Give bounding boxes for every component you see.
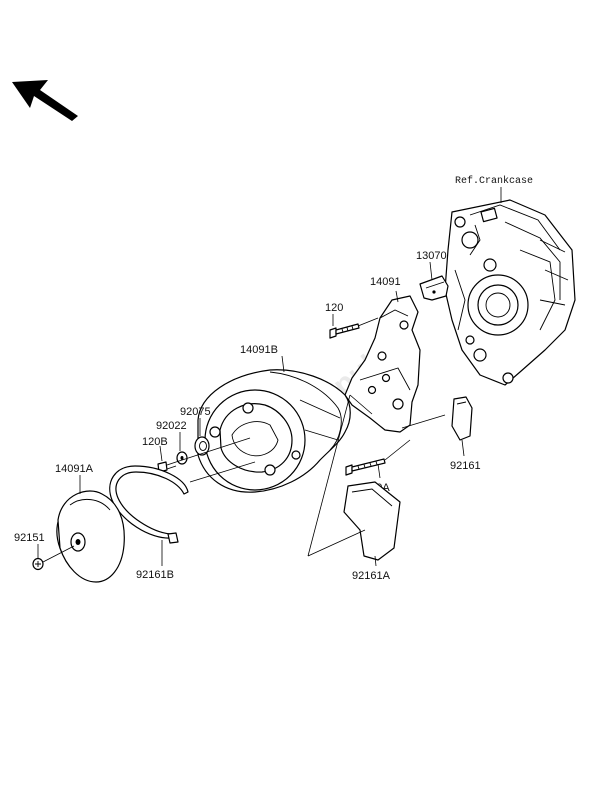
label-120B: 120B bbox=[142, 436, 168, 448]
front-direction-arrow-icon bbox=[12, 80, 78, 121]
part-120A-drawing bbox=[345, 458, 386, 476]
label-92161A: 92161A bbox=[352, 570, 391, 582]
label-92161: 92161 bbox=[450, 460, 481, 472]
part-92022-drawing bbox=[176, 451, 188, 465]
part-14091A-drawing bbox=[56, 490, 125, 583]
label-92161B: 92161B bbox=[136, 569, 174, 581]
label-120: 120 bbox=[325, 302, 343, 314]
label-13070: 13070 bbox=[416, 250, 447, 262]
part-92151-drawing bbox=[32, 557, 44, 571]
part-14091B-drawing bbox=[197, 369, 351, 493]
label-92151: 92151 bbox=[14, 532, 45, 544]
label-14091: 14091 bbox=[370, 276, 401, 288]
label-92075: 92075 bbox=[180, 406, 211, 418]
ref-crankcase-label: Ref.Crankcase bbox=[455, 175, 533, 187]
part-92075-drawing bbox=[194, 436, 210, 456]
label-14091A: 14091A bbox=[55, 463, 94, 475]
crankcase-drawing bbox=[444, 199, 576, 386]
part-92161-drawing bbox=[451, 396, 473, 441]
label-92022: 92022 bbox=[156, 420, 187, 432]
part-92161B-drawing bbox=[109, 465, 189, 544]
part-120-drawing bbox=[329, 323, 360, 339]
label-14091B: 14091B bbox=[240, 344, 278, 356]
part-92161A-drawing bbox=[343, 481, 401, 561]
part-14091-drawing bbox=[344, 295, 421, 433]
part-13070-drawing bbox=[419, 275, 449, 301]
